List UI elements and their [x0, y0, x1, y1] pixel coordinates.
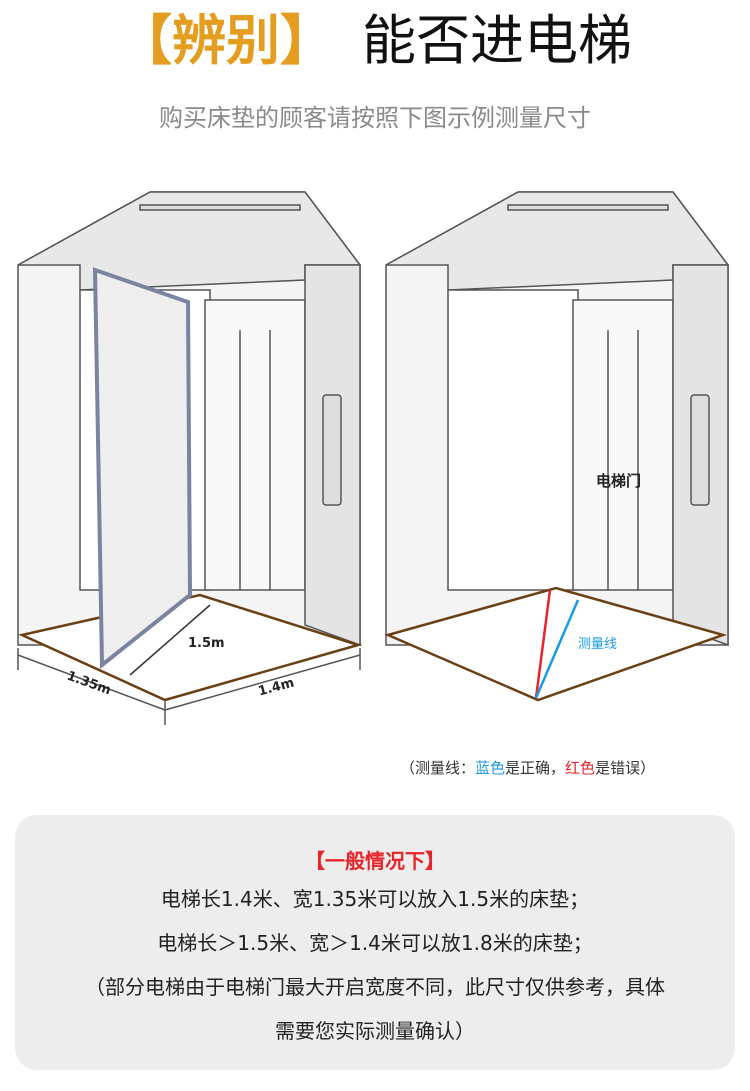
elevator-mattress-diagram [17, 191, 363, 725]
legend: （测量线：蓝色是正确，红色是错误） [400, 757, 655, 778]
note-heading: 【一般情况下】 [305, 849, 445, 873]
title-main: 能否进电梯 [362, 9, 632, 72]
mattress [92, 267, 193, 670]
page-title: 【辨别】能否进电梯 [0, 6, 750, 76]
door-label: 电梯门 [596, 472, 642, 490]
note-line: （部分电梯由于电梯门最大开启宽度不同，此尺寸仅供参考，具体 [85, 975, 665, 999]
note-line: 需要您实际测量确认） [275, 1019, 475, 1043]
legend-blue: 蓝色 [475, 759, 506, 777]
measure-line-label: 测量线 [578, 637, 618, 652]
note-line: 电梯长1.4米、宽1.35米可以放入1.5米的床垫； [160, 887, 590, 911]
note-box: 【一般情况下】 电梯长1.4米、宽1.35米可以放入1.5米的床垫； 电梯长＞1… [15, 815, 735, 1070]
elevator-measure-diagram [384, 191, 730, 702]
diagonal-label: 1.5m [188, 636, 225, 651]
legend-suffix: 是错误） [595, 759, 656, 777]
title-tag: 【辨别】 [118, 9, 334, 72]
legend-prefix: （测量线： [400, 759, 476, 777]
note-line: 电梯长＞1.5米、宽＞1.4米可以放1.8米的床垫； [157, 931, 593, 955]
legend-mid: 是正确， [505, 759, 566, 777]
subtitle: 购买床垫的顾客请按照下图示例测量尺寸 [159, 104, 591, 132]
legend-red: 红色 [565, 759, 596, 777]
